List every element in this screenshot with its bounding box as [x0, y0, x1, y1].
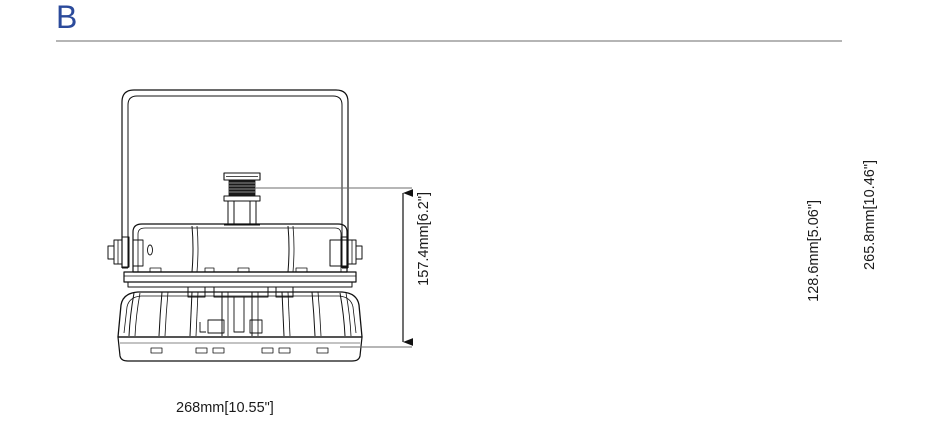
bracket-pivot-right: [340, 236, 363, 268]
dimension-label-height-overall-side: 265.8mm[10.46"]: [862, 160, 878, 270]
front-view-dimensions: [255, 187, 412, 348]
u-bracket-front: [121, 89, 349, 269]
driver-housing-front: [132, 223, 348, 273]
housing-base-plate-front: [123, 267, 357, 288]
dimension-label-height-front: 157.4mm[6.2"]: [416, 192, 432, 286]
dimension-label-width-front: 268mm[10.55"]: [176, 400, 274, 416]
cable-gland-front: [223, 172, 261, 226]
header-divider: [56, 40, 842, 42]
dimension-label-height-fixture-side: 128.6mm[5.06"]: [806, 200, 822, 302]
section-letter: B: [56, 0, 78, 35]
bracket-pivot-left: [107, 236, 130, 268]
front-view-group: [107, 89, 363, 362]
heatsink-head-front: [117, 291, 363, 362]
